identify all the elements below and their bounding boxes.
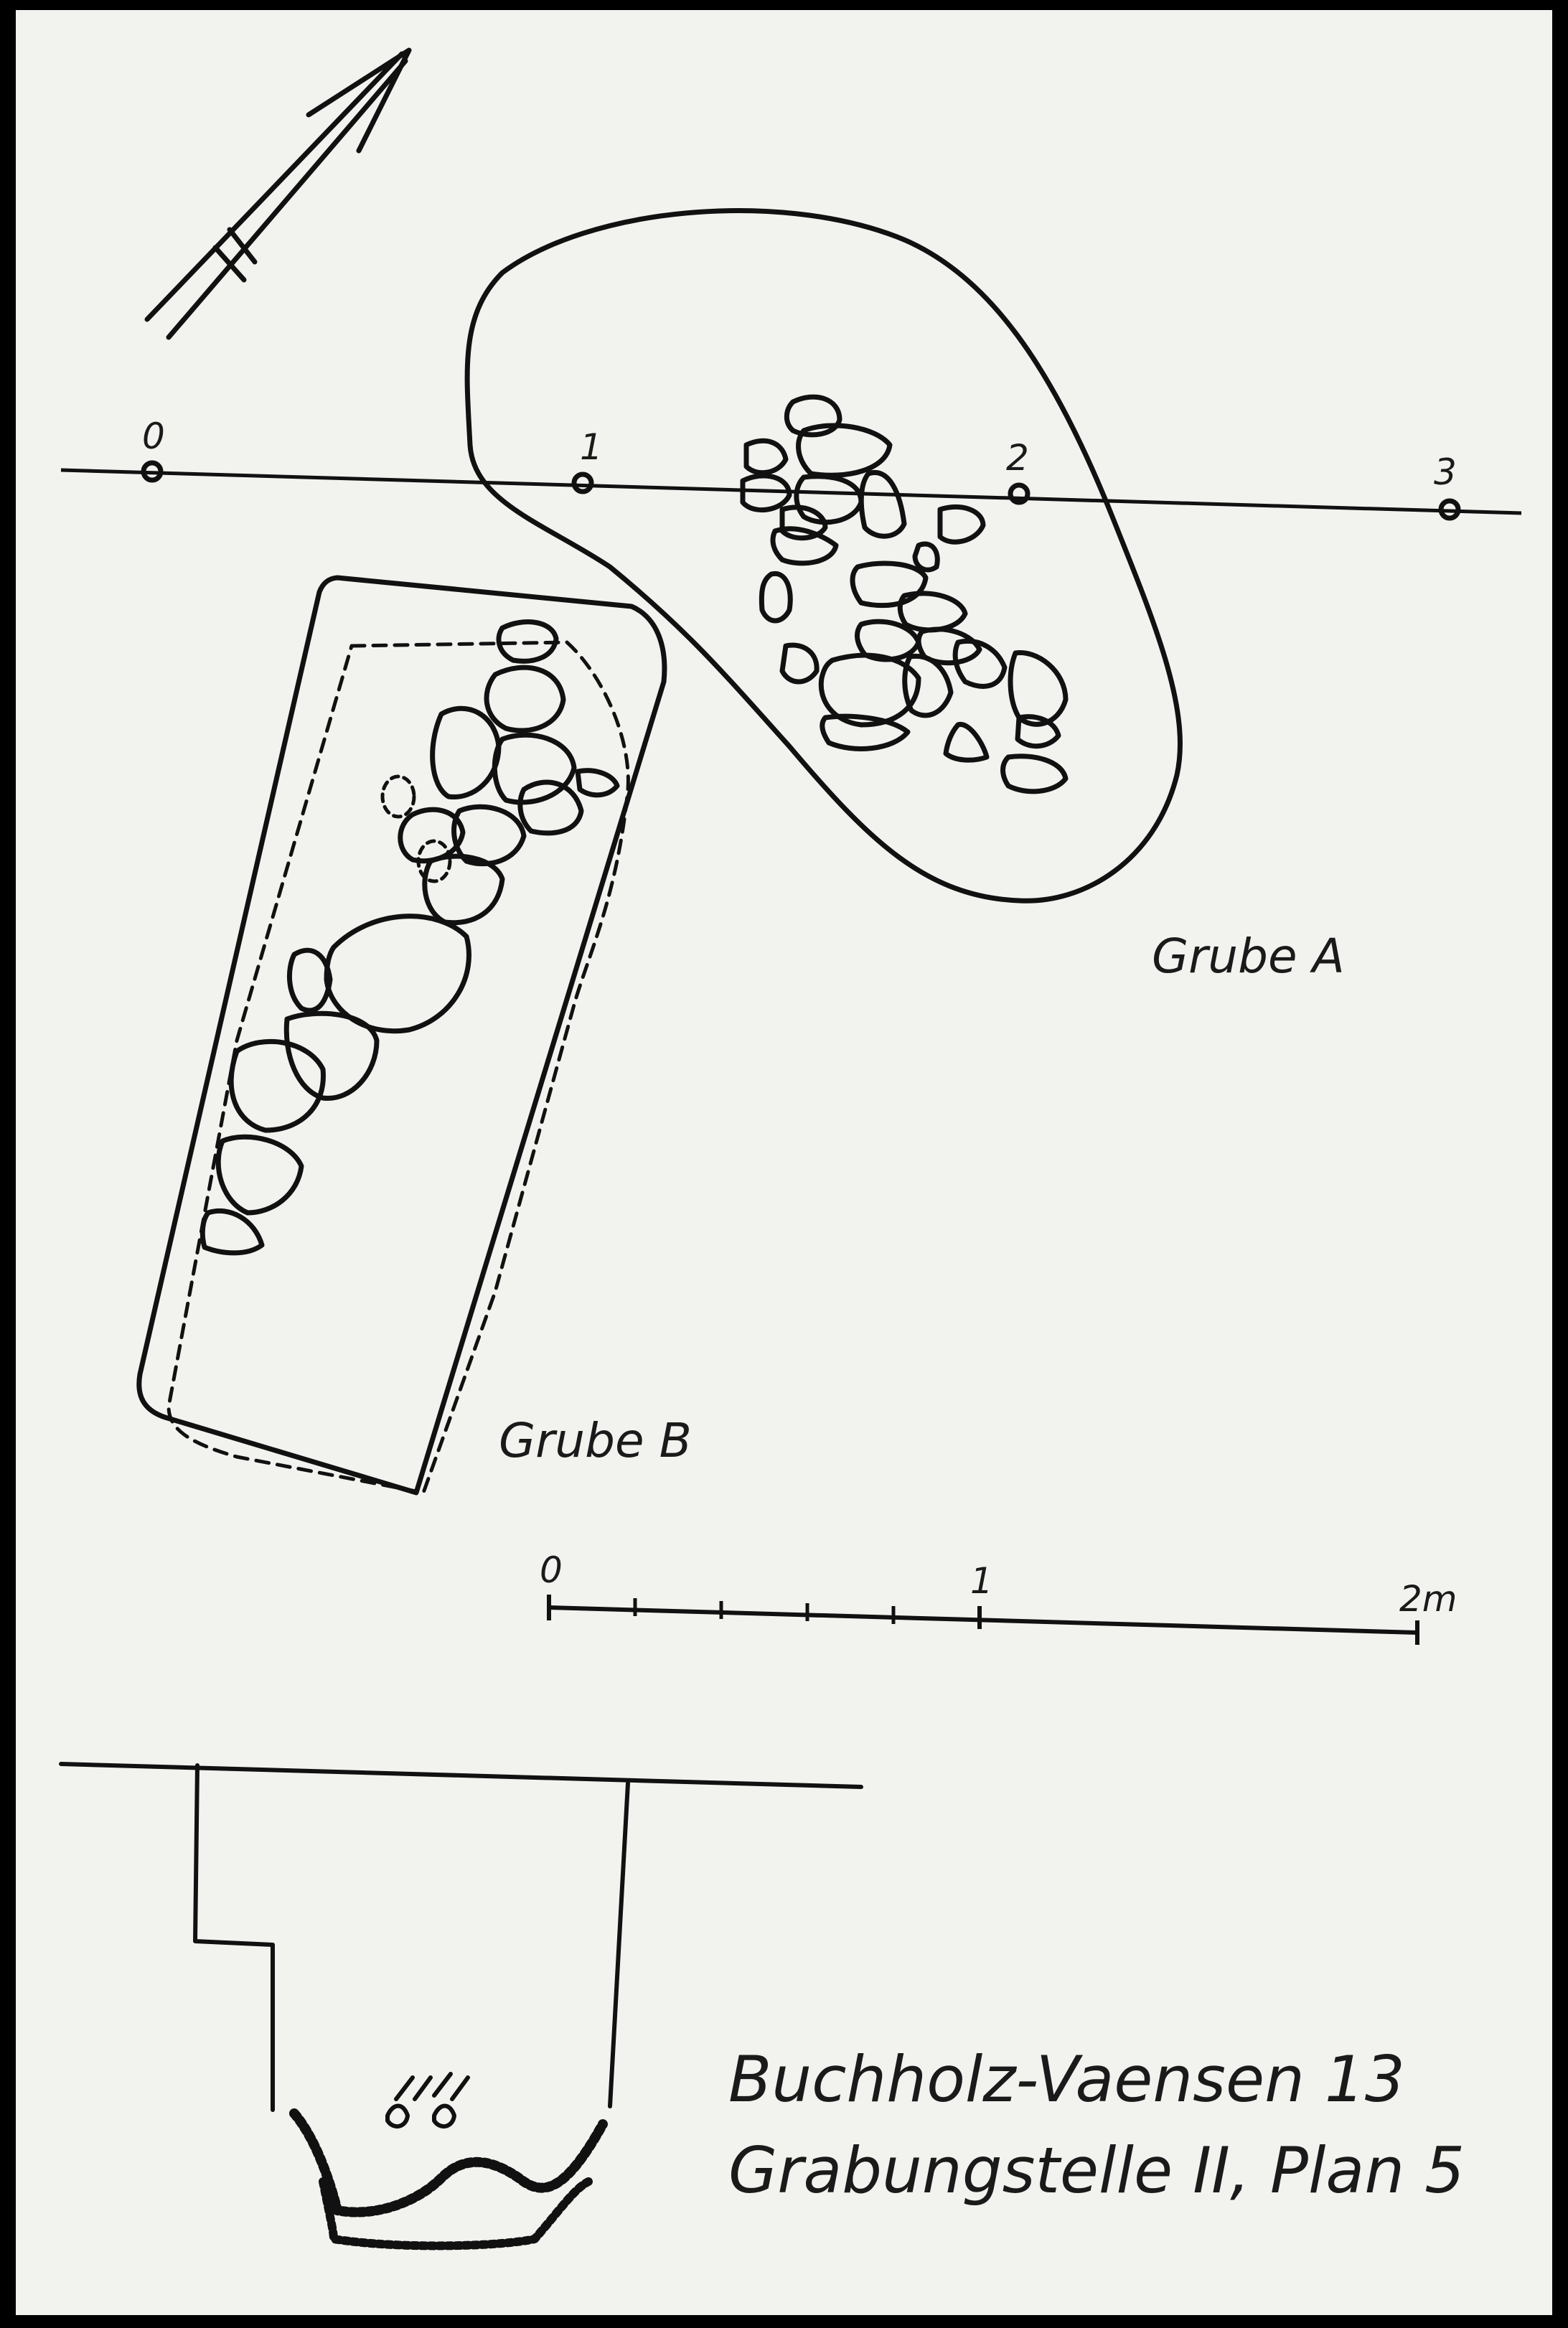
grid-marker-1: [571, 471, 594, 494]
grid-marker-3: [1438, 498, 1461, 521]
pit-b-stones: [199, 619, 620, 1256]
pit-b-outline: [136, 575, 667, 1496]
grid-label-2: 2: [1006, 437, 1029, 479]
pit-b-label: Grube B: [499, 1413, 692, 1468]
frame-right: [1552, 0, 1568, 2328]
grid-marker-0: [141, 460, 164, 483]
grid-marker-2: [1008, 482, 1031, 505]
scale-label-start: 0: [540, 1549, 563, 1591]
plan-title-line2: Grabungstelle II, Plan 5: [728, 2134, 1465, 2207]
scale-label-end: 2m: [1399, 1578, 1457, 1620]
frame-bottom: [0, 2315, 1568, 2328]
frame-left: [0, 0, 16, 2328]
grid-markers: 0 1 2 3: [141, 416, 1461, 521]
grid-label-1: 1: [580, 426, 603, 468]
pit-a-stones: [740, 394, 1069, 794]
grid-label-3: 3: [1434, 451, 1457, 493]
section-profile: [59, 1762, 863, 2250]
scale-label-middle: 1: [970, 1560, 993, 1602]
plan-title-line1: Buchholz-Vaensen 13: [728, 2042, 1405, 2116]
frame-top: [0, 0, 1568, 10]
pit-a-label: Grube A: [1152, 929, 1345, 984]
north-arrow-icon: [144, 47, 412, 340]
scale-bar: 0 1 2m: [540, 1549, 1457, 1645]
pit-a-outline: [464, 208, 1183, 903]
pit-b-inner-outline: [166, 640, 630, 1495]
grid-label-0: 0: [142, 416, 165, 457]
